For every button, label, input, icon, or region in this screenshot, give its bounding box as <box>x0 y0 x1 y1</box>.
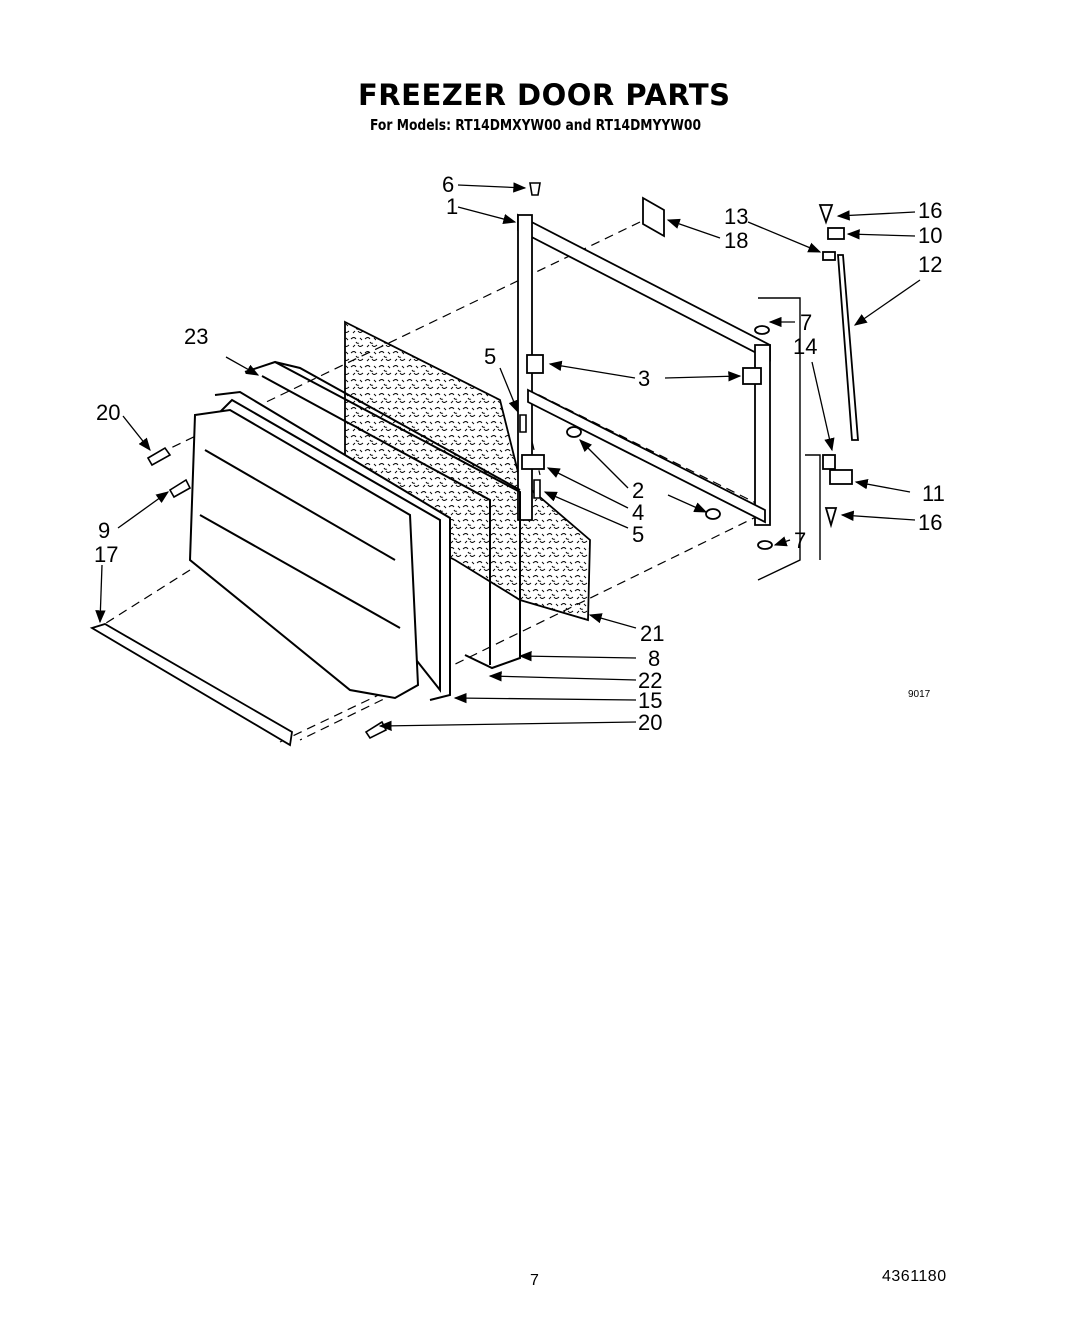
callout-8: 8 <box>648 646 660 671</box>
callout-7-bottom: 7 <box>794 528 806 553</box>
door-trim-strip <box>89 623 293 747</box>
callout-20-bottom: 20 <box>638 710 662 735</box>
callout-15: 15 <box>638 688 662 713</box>
diagram-code: 9017 <box>908 689 931 700</box>
model-subtitle: For Models: RT14DMXYW00 and RT14DMYYW00 <box>370 116 702 134</box>
callout-7-top: 7 <box>800 310 812 335</box>
callout-13: 13 <box>724 204 748 229</box>
leader-lines <box>95 182 921 732</box>
callout-22: 22 <box>638 668 662 693</box>
hinge-parts <box>642 196 859 581</box>
callout-12: 12 <box>918 252 942 277</box>
callout-23: 23 <box>184 324 208 349</box>
callout-17: 17 <box>94 542 118 567</box>
door-liner <box>188 390 451 701</box>
document-number: 4361180 <box>882 1268 947 1285</box>
callout-21: 21 <box>640 621 664 646</box>
callout-10: 10 <box>918 223 942 248</box>
page-title: FREEZER DOOR PARTS <box>358 78 731 112</box>
door-gaskets <box>244 360 521 670</box>
callout-6: 6 <box>442 172 454 197</box>
callout-4: 4 <box>632 500 644 525</box>
callout-labels: 6 1 13 18 16 10 12 7 14 23 5 3 20 2 4 5 … <box>94 172 945 735</box>
callout-20-left: 20 <box>96 400 120 425</box>
callout-16-top: 16 <box>918 198 942 223</box>
callout-9: 9 <box>98 518 110 543</box>
door-frame <box>517 213 773 550</box>
callout-14: 14 <box>793 334 817 359</box>
callout-1: 1 <box>446 194 458 219</box>
callout-5-top: 5 <box>484 344 496 369</box>
page-number: 7 <box>530 1272 539 1289</box>
callout-5-bottom: 5 <box>632 522 644 547</box>
callout-11: 11 <box>922 481 945 506</box>
callout-16-bottom: 16 <box>918 510 942 535</box>
callout-3: 3 <box>638 366 650 391</box>
callout-2: 2 <box>632 478 644 503</box>
callout-18: 18 <box>724 228 748 253</box>
